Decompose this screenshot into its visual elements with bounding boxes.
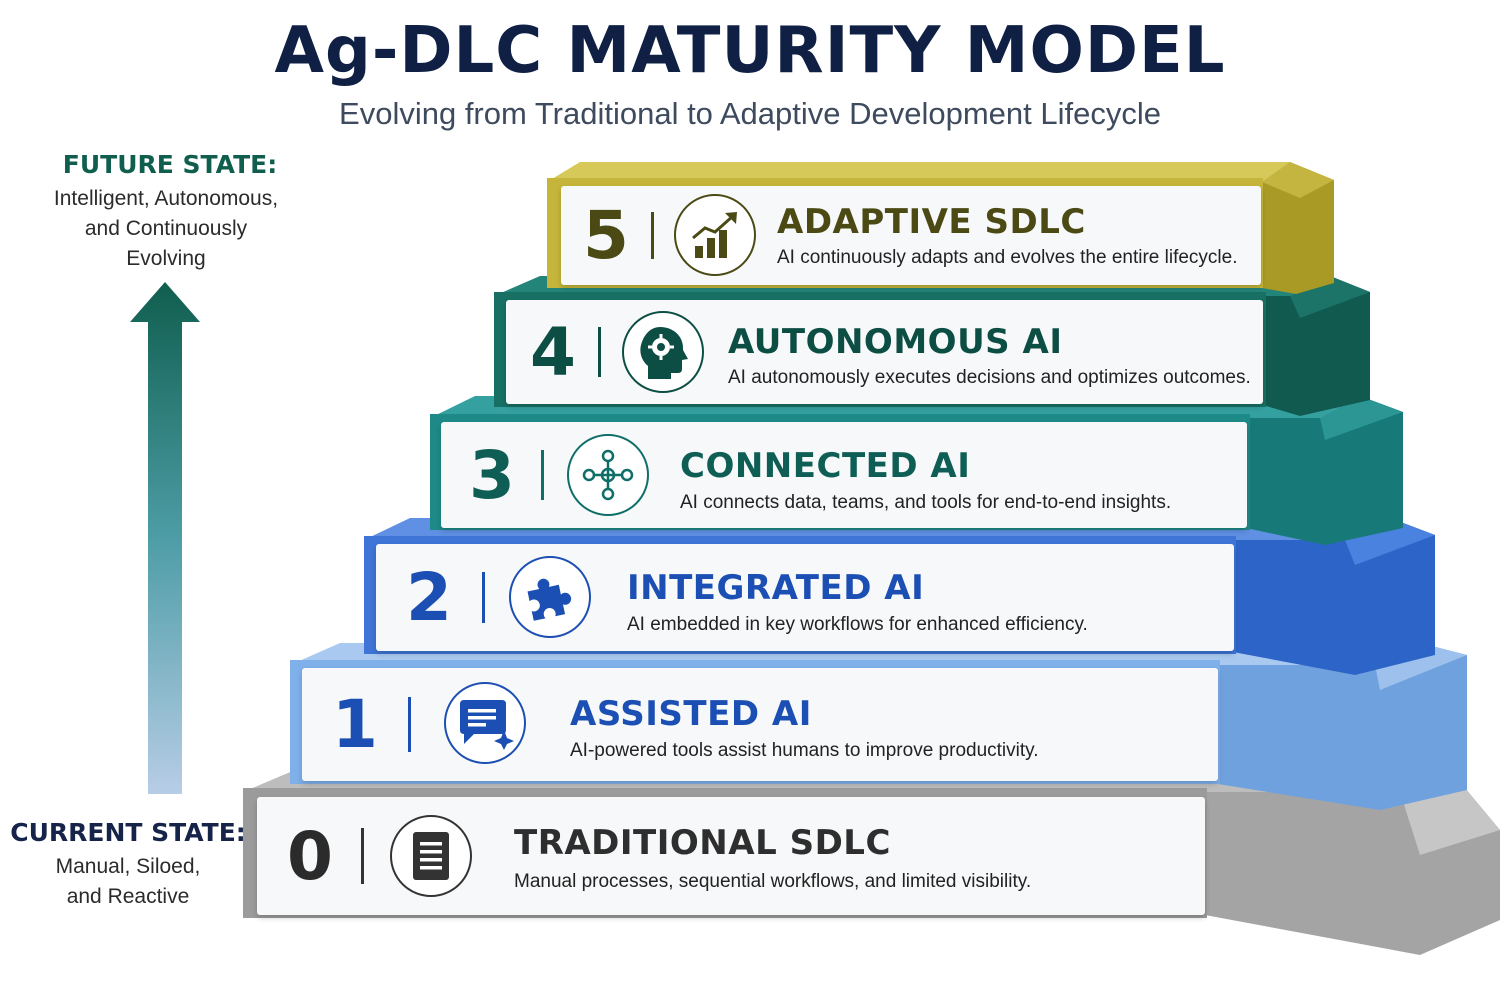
level-0-panel: 0 TRADITIONAL SDLC Manual processes, seq… bbox=[257, 797, 1205, 915]
level-3-number: 3 bbox=[469, 436, 515, 514]
level-3-title: CONNECTED AI bbox=[680, 446, 971, 486]
future-state-heading: FUTURE STATE: bbox=[62, 150, 278, 179]
level-1-title: ASSISTED AI bbox=[570, 694, 812, 734]
level-1-side-face bbox=[1218, 643, 1467, 810]
future-state-description: Intelligent, Autonomous, and Continuousl… bbox=[53, 187, 279, 270]
level-5-title: ADAPTIVE SDLC bbox=[777, 202, 1086, 242]
level-5-panel: 5 ADAPTIVE SDLC AI continuously adapts a… bbox=[561, 186, 1261, 285]
level-4-number: 4 bbox=[530, 313, 576, 391]
head-gear-icon bbox=[640, 327, 688, 379]
level-5-number: 5 bbox=[583, 197, 629, 274]
level-2-side-face bbox=[1233, 518, 1435, 675]
level-5-description: AI continuously adapts and evolves the e… bbox=[777, 247, 1238, 268]
page-subtitle: Evolving from Traditional to Adaptive De… bbox=[339, 96, 1161, 131]
page-title: Ag-DLC MATURITY MODEL bbox=[274, 14, 1226, 88]
network-icon bbox=[582, 449, 634, 501]
level-3-side-face bbox=[1246, 396, 1403, 545]
level-3-description: AI connects data, teams, and tools for e… bbox=[680, 492, 1172, 513]
up-arrow-icon bbox=[130, 282, 200, 794]
level-3-icon bbox=[567, 434, 649, 516]
level-2-icon bbox=[509, 556, 591, 638]
level-2-panel: 2 INTEGRATED AI AI embedded in key workf… bbox=[376, 544, 1234, 651]
level-2-title: INTEGRATED AI bbox=[627, 568, 925, 608]
level-0-description: Manual processes, sequential workflows, … bbox=[514, 871, 1032, 892]
level-2-description: AI embedded in key workflows for enhance… bbox=[627, 614, 1088, 635]
level-0-title: TRADITIONAL SDLC bbox=[514, 823, 891, 863]
chat-sparkle-icon bbox=[460, 700, 514, 750]
document-icon bbox=[413, 832, 449, 880]
level-4-title: AUTONOMOUS AI bbox=[728, 322, 1063, 362]
level-1-number: 1 bbox=[332, 686, 378, 763]
level-1-icon bbox=[444, 682, 526, 764]
growth-chart-icon bbox=[692, 212, 737, 258]
current-state-description: Manual, Siloed, and Reactive bbox=[55, 855, 201, 908]
level-1-description: AI-powered tools assist humans to improv… bbox=[570, 740, 1039, 761]
level-5-icon bbox=[674, 194, 756, 276]
level-2-number: 2 bbox=[406, 559, 452, 636]
level-5-side-face bbox=[1262, 162, 1334, 294]
level-0-divider bbox=[361, 827, 364, 885]
current-state-heading: CURRENT STATE: bbox=[10, 818, 246, 847]
level-4-divider bbox=[598, 327, 601, 377]
level-3-panel: 3 CONNECTED AI AI connects data, teams, … bbox=[441, 422, 1247, 528]
level-0-icon bbox=[390, 815, 472, 897]
puzzle-icon bbox=[527, 578, 572, 621]
level-1-panel: 1 ASSISTED AI AI-powered tools assist hu… bbox=[302, 668, 1218, 781]
level-4-icon bbox=[622, 311, 704, 393]
level-5-divider bbox=[651, 211, 654, 260]
level-3-divider bbox=[541, 449, 544, 501]
level-4-side-face bbox=[1263, 276, 1370, 416]
level-2-divider bbox=[482, 571, 485, 624]
level-0-number: 0 bbox=[287, 817, 333, 895]
level-1-divider bbox=[408, 697, 411, 752]
level-5-top-face bbox=[547, 162, 1290, 182]
level-4-panel: 4 AUTONOMOUS AI AI autonomously executes… bbox=[506, 300, 1263, 404]
level-4-description: AI autonomously executes decisions and o… bbox=[728, 367, 1251, 388]
